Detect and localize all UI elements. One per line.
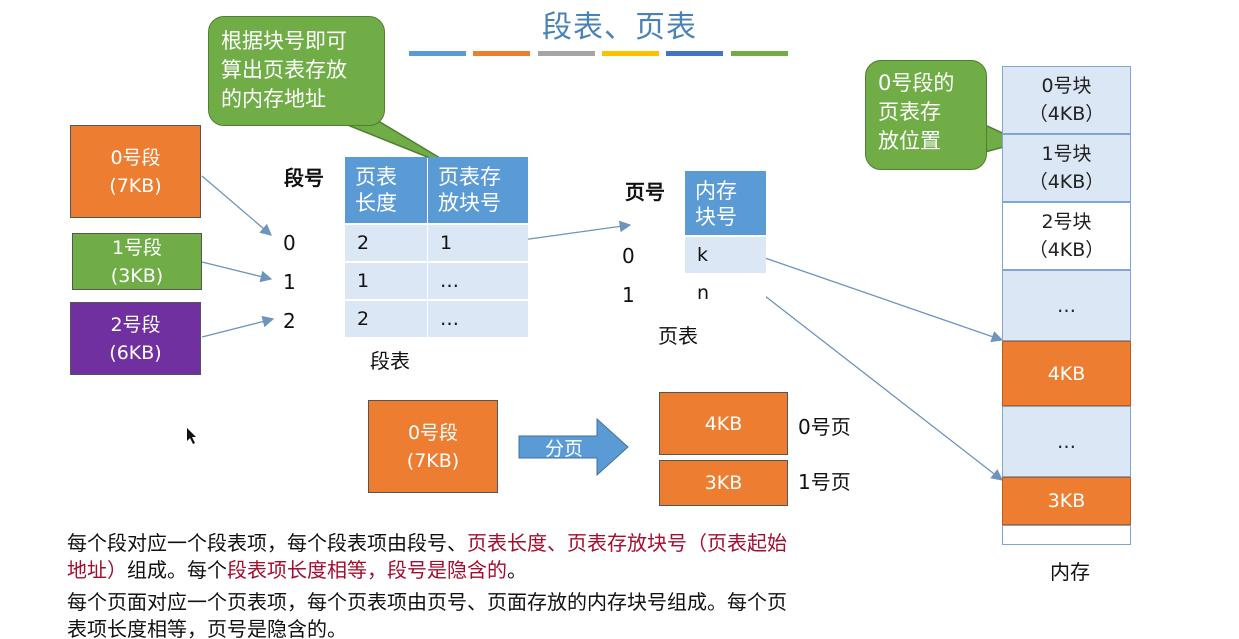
title-stripe-1 (409, 51, 466, 56)
segment-table-header-1-line-2: 长度 (355, 191, 397, 215)
arrow-seg1 (201, 261, 273, 283)
p1-part-a: 每个段对应一个段表项，每个段表项由段号、 (67, 531, 467, 555)
segment-1-block: 1号段 (3KB) (72, 233, 202, 290)
callout-left-line-3: 的内存地址 (221, 87, 326, 111)
callout-right-line-3: 放位置 (878, 129, 941, 153)
page-table-row-1-block: n (685, 275, 766, 311)
memory-block-0-name: 0号块 (1041, 75, 1092, 97)
segment-2-size: (6KB) (109, 341, 162, 364)
page-table-row-0-block: k (685, 237, 766, 273)
page-title: 段表、页表 (542, 10, 697, 45)
memory-block-4kb: 4KB (1002, 341, 1131, 406)
memory-block-bottom (1002, 525, 1131, 545)
segment-table-col-segno-header: 段号 (284, 166, 324, 190)
memory-block-ellipsis-2-text: … (1057, 430, 1076, 453)
memory-block-1-size: （4KB） (1028, 171, 1105, 193)
page-0-block: 4KB (659, 392, 788, 455)
segment-table-row-1-length: 1 (345, 263, 427, 299)
page-table-caption: 页表 (658, 324, 698, 348)
segment-2-name: 2号段 (110, 313, 161, 336)
paging-segment-size: (7KB) (406, 449, 460, 472)
p2-line-1: 每个页面对应一个页表项，每个页表项由页号、页面存放的内存块号组成。每个页 (67, 590, 787, 614)
segment-table-row-2-block: … (428, 301, 528, 337)
segment-table-header-page-table-block: 页表存 放块号 (428, 157, 528, 223)
memory-block-4kb-text: 4KB (1047, 362, 1086, 385)
page-table-header-line-2: 块号 (695, 205, 737, 229)
segment-table-row-2-length: 2 (345, 301, 427, 337)
memory-block-ellipsis-1: … (1002, 270, 1131, 341)
segment-1-size: (3KB) (110, 264, 164, 287)
segment-table-row-1-block: … (428, 263, 528, 299)
mouse-cursor-icon (187, 428, 196, 444)
arrow-page0-to-memory (764, 257, 1004, 343)
paging-arrow-label: 分页 (545, 438, 584, 460)
memory-block-0-size: （4KB） (1028, 103, 1105, 125)
callout-left-line-2: 算出页表存放 (221, 58, 347, 82)
paging-segment-name: 0号段 (407, 421, 459, 444)
title-stripe-2 (473, 51, 530, 56)
paging-arrow (518, 417, 629, 477)
paging-segment-block: 0号段 (7KB) (368, 400, 498, 493)
segment-table-caption: 段表 (370, 349, 410, 373)
memory-caption: 内存 (1050, 560, 1090, 584)
page-1-label: 1号页 (798, 470, 851, 494)
callout-block-number: 根据块号即可 算出页表存放 的内存地址 (208, 16, 385, 126)
segment-1-name: 1号段 (111, 236, 163, 259)
p1-part-e: 段表项长度相等，段号是隐含的 (227, 558, 507, 582)
segment-table-index-2: 2 (283, 309, 296, 333)
memory-block-ellipsis-1-text: … (1057, 294, 1076, 317)
callout-page-table-location: 0号段的 页表存 放位置 (865, 60, 987, 170)
page-0-label: 0号页 (798, 415, 851, 439)
segment-table-header-2-line-2: 放块号 (438, 191, 501, 215)
segment-table-index-0: 0 (283, 231, 296, 255)
segment-table-row-0-block: 1 (428, 225, 528, 261)
segment-table-row-0-length: 2 (345, 225, 427, 261)
p1-part-c: 地址） (67, 558, 127, 582)
p1-part-d: 组成。每个 (127, 558, 227, 582)
title-stripe-6 (731, 51, 788, 56)
arrow-seg2 (201, 315, 275, 338)
title-stripe-5 (666, 51, 723, 56)
memory-block-2-name: 2号块 (1041, 211, 1092, 233)
memory-block-2: 2号块 （4KB） (1002, 202, 1131, 270)
segment-0-block: 0号段 (7KB) (70, 125, 201, 218)
p1-part-f: 。 (507, 558, 527, 582)
title-stripe-4 (602, 51, 659, 56)
p2-line-2: 表项长度相等，页号是隐含的。 (67, 617, 347, 639)
segment-0-name: 0号段 (110, 146, 161, 169)
segment-0-size: (7KB) (109, 174, 162, 197)
memory-block-3kb: 3KB (1002, 477, 1131, 525)
page-table-col-pageno-header: 页号 (625, 180, 665, 204)
p1-part-b: 页表长度、页表存放块号（页表起始 (467, 531, 787, 555)
paragraph-page-table: 每个页面对应一个页表项，每个页表项由页号、页面存放的内存块号组成。每个页 表项长… (67, 589, 947, 639)
arrow-segtable-to-pagetable (521, 220, 632, 241)
page-table-index-0: 0 (622, 244, 635, 268)
title-stripe-3 (538, 51, 595, 56)
memory-block-0: 0号块 （4KB） (1002, 66, 1131, 134)
segment-table-index-1: 1 (283, 270, 296, 294)
segment-2-block: 2号段 (6KB) (70, 302, 201, 375)
page-table-header-memory-block: 内存 块号 (685, 171, 766, 235)
arrow-seg0 (201, 175, 272, 236)
page-1-block: 3KB (659, 460, 788, 506)
paragraph-segment-table: 每个段对应一个段表项，每个段表项由段号、页表长度、页表存放块号（页表起始地址）组… (67, 530, 947, 584)
page-table-index-1: 1 (622, 283, 635, 307)
segment-table-header-2-line-1: 页表存 (438, 165, 501, 189)
memory-block-1-name: 1号块 (1041, 143, 1092, 165)
memory-block-ellipsis-2: … (1002, 406, 1131, 477)
memory-block-2-size: （4KB） (1028, 239, 1105, 261)
callout-right-line-2: 页表存 (878, 100, 941, 124)
page-table-header-line-1: 内存 (695, 179, 737, 203)
arrow-page1-to-memory (764, 295, 1004, 481)
segment-table-header-1-line-1: 页表 (355, 165, 397, 189)
callout-left-line-1: 根据块号即可 (221, 29, 347, 53)
memory-block-1: 1号块 （4KB） (1002, 134, 1131, 202)
callout-right-line-1: 0号段的 (878, 71, 955, 95)
segment-table-header-page-table-length: 页表 长度 (345, 157, 427, 223)
memory-block-3kb-text: 3KB (1047, 490, 1086, 512)
